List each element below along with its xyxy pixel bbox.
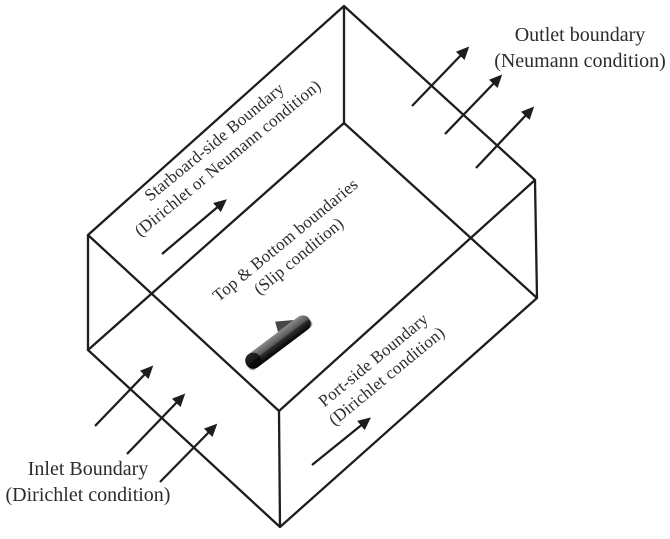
box-edge-front-vertical [277, 410, 282, 528]
outlet-boundary-label-line1: Outlet boundary [514, 24, 646, 46]
ship-hull-body-icon [245, 315, 311, 369]
outlet-flow-arrow-icon [444, 74, 503, 135]
inlet-boundary-label: Inlet Boundary (Dirichlet condition) [0, 456, 179, 508]
outlet-boundary-label-line2: (Neumann condition) [494, 50, 666, 72]
inlet-flow-arrow-icon [159, 423, 218, 483]
inlet-boundary-label-line1: Inlet Boundary [27, 458, 149, 480]
inlet-boundary-label-line2: (Dirichlet condition) [5, 484, 171, 506]
inlet-flow-arrow-icon [126, 393, 186, 455]
outlet-boundary-label: Outlet boundary (Neumann condition) [487, 22, 670, 74]
ship-superstructure-icon [275, 319, 294, 333]
outlet-flow-arrow-icon [475, 106, 535, 169]
outlet-flow-arrow-icon [411, 46, 470, 107]
inlet-flow-arrow-icon [94, 365, 154, 427]
ship-hull [245, 315, 313, 371]
starboard-direction-arrow-icon [161, 199, 227, 255]
port-direction-arrow-icon [311, 417, 372, 466]
ship-bow-icon [245, 352, 262, 369]
ship-hull-shadow-icon [248, 320, 313, 371]
box-edge-right-vertical [533, 179, 539, 299]
